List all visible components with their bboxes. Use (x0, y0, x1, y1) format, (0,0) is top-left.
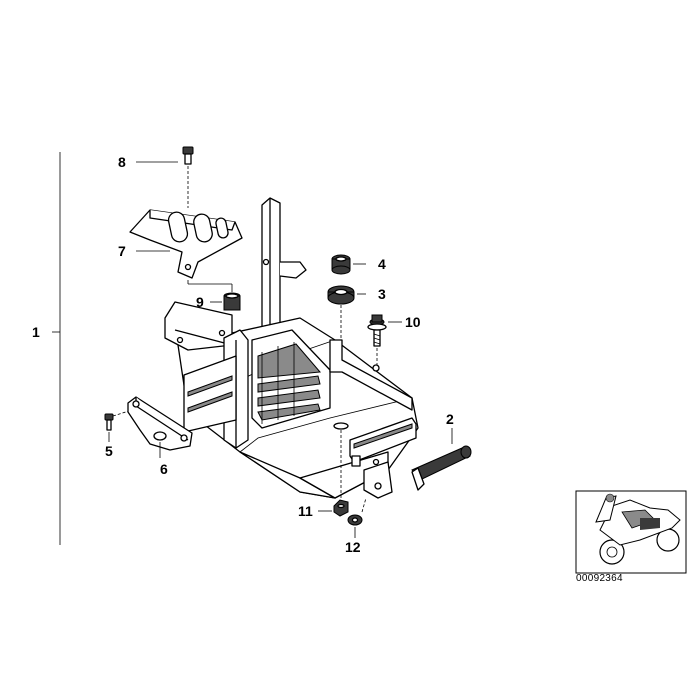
nut-part-11 (333, 499, 349, 517)
locator-thumbnail (575, 490, 687, 574)
screw-part-8 (182, 146, 194, 208)
callout-1: 1 (32, 324, 40, 340)
callout-6: 6 (160, 461, 168, 477)
assembly-bracket (52, 152, 61, 545)
spacer-part-9 (223, 292, 241, 311)
battery-tray-part-1 (164, 197, 419, 500)
grommet-part-4 (331, 254, 351, 275)
callout-11: 11 (298, 503, 313, 519)
callout-4: 4 (378, 256, 386, 272)
callout-3: 3 (378, 286, 386, 302)
mount-bracket-part-6 (127, 396, 193, 458)
bracket-plate-part-7 (129, 209, 243, 279)
bolt-part-10 (367, 314, 387, 372)
washer-part-12 (347, 497, 367, 526)
callout-7: 7 (118, 243, 126, 259)
callout-9: 9 (196, 294, 204, 310)
callout-2: 2 (446, 411, 454, 427)
callout-5: 5 (105, 443, 113, 459)
thumbnail-caption: 00092364 (576, 573, 623, 584)
edge-strip-part-2 (411, 428, 472, 491)
callout-10: 10 (405, 314, 421, 330)
motorcycle-icon (595, 493, 681, 565)
callout-8: 8 (118, 154, 126, 170)
callout-12: 12 (345, 539, 361, 555)
screw-part-5 (104, 408, 136, 431)
